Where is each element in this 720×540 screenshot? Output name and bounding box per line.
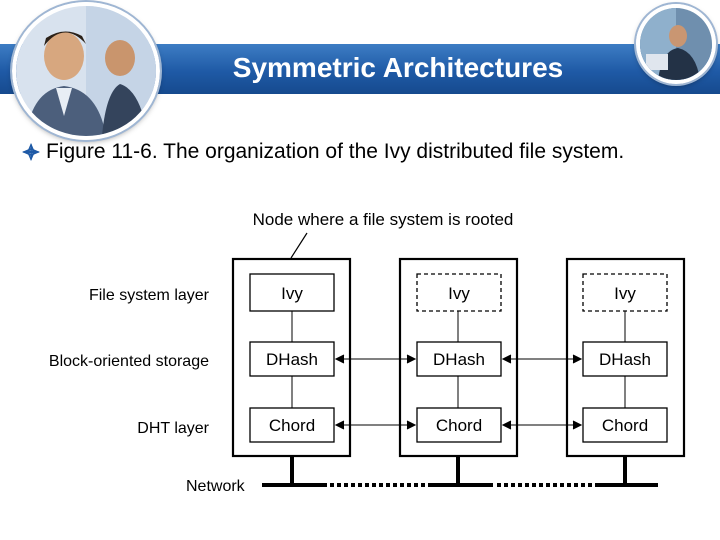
node-1-chord-label: Chord — [269, 416, 315, 435]
network-label: Network — [186, 478, 246, 495]
node-3-chord-label: Chord — [602, 416, 648, 435]
chord-arrow-2-3 — [501, 420, 583, 430]
node-2: Ivy DHash Chord — [398, 257, 519, 458]
node-3-ivy-box — [582, 273, 668, 312]
node-2-ivy-label: Ivy — [448, 284, 470, 303]
chord-arrow-1-2 — [334, 420, 417, 430]
dhash-arrow-2-3 — [501, 354, 583, 364]
node-1-ivy-box — [249, 273, 335, 312]
figure-caption-text: Figure 11-6. The organization of the Ivy… — [46, 140, 625, 163]
node-1-ivy-label: Ivy — [281, 284, 303, 303]
node-3-ivy-label: Ivy — [614, 284, 636, 303]
network-bus — [262, 456, 658, 487]
node-1-dhash-box — [249, 341, 335, 377]
block-storage-layer-label: Block-oriented storage — [49, 353, 209, 370]
node-2-chord-label: Chord — [436, 416, 482, 435]
node-2-dhash-box — [416, 341, 502, 377]
diamond-bullet-icon — [22, 143, 40, 161]
node-2-chord-box — [416, 407, 502, 443]
root-node-callout: Node where a file system is rooted — [253, 210, 514, 229]
figure-caption-bullet: Figure 11-6. The organization of the Ivy… — [22, 138, 686, 166]
slide-title: Symmetric Architectures — [232, 52, 564, 83]
node-3-chord-box — [582, 407, 668, 443]
node-3-dhash-box — [582, 341, 668, 377]
node-1-chord-box — [249, 407, 335, 443]
node-3-dhash-label: DHash — [599, 350, 651, 369]
node-1: Ivy DHash Chord — [231, 257, 352, 458]
node-2-dhash-label: DHash — [433, 350, 485, 369]
dhash-arrow-1-2 — [334, 354, 417, 364]
office-worker-photo — [636, 4, 716, 84]
node-1-dhash-label: DHash — [266, 350, 318, 369]
node-2-ivy-box — [416, 273, 502, 312]
dht-layer-label: DHT layer — [137, 420, 209, 437]
node-3: Ivy DHash Chord — [565, 257, 686, 458]
peer-arrows — [334, 354, 583, 430]
file-system-layer-label: File system layer — [89, 287, 210, 304]
callout-pointer-line — [290, 232, 308, 259]
